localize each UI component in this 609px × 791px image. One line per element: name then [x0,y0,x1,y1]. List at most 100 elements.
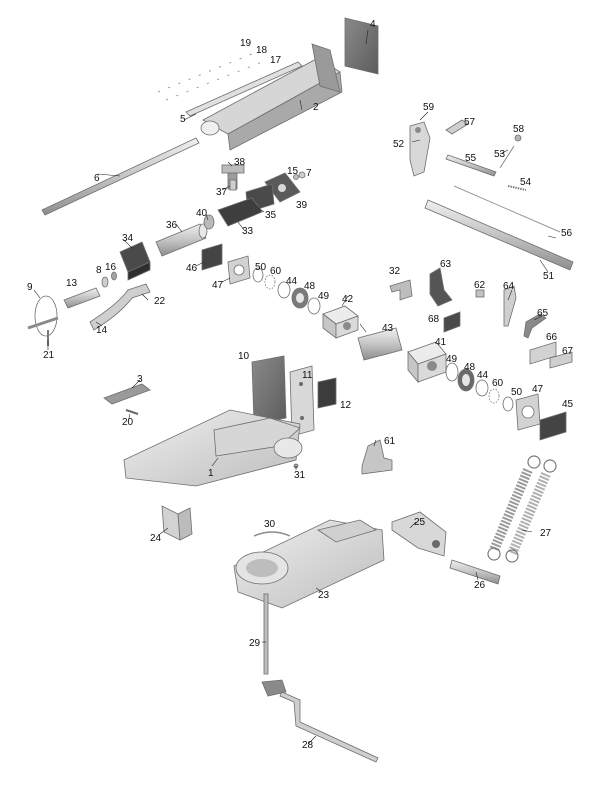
label-part-33: 33 [242,226,254,237]
label-part-18: 18 [256,45,268,56]
part-rod-56 [453,185,561,233]
part-shaft-26 [449,559,501,585]
label-part-17: 17 [270,55,282,66]
label-part-58: 58 [513,124,525,135]
part-plate-67 [549,351,573,369]
label-part-9: 9 [27,282,33,293]
label-part-20: 20 [122,417,134,428]
part-lever-28 [261,679,379,763]
part-rail-2 [200,43,343,151]
label-part-16: 16 [105,262,117,273]
label-part-6: 6 [94,173,100,184]
part-block-41 [407,341,447,384]
label-part-59: 59 [423,102,435,113]
part-number-labels: 1 2 3 4 5 6 7 8 9 10 11 12 13 14 15 16 1… [27,19,574,751]
part-bracket-61 [361,439,393,475]
part-pin-20 [125,409,139,415]
part-spring-54 [507,185,527,191]
label-part-53: 53 [494,149,506,160]
part-ring-50 [252,267,264,283]
part-shaft-51 [424,199,574,271]
label-part-25: 25 [414,517,426,528]
part-block-12 [317,377,337,409]
part-axle-43 [357,327,403,361]
label-part-24: 24 [150,533,162,544]
label-part-50: 50 [255,262,267,273]
part-nut-7 [298,171,306,179]
part-pin-53 [499,145,515,169]
part-lever-22 [89,283,151,331]
label-part-27: 27 [540,528,552,539]
label-part-7: 7 [306,168,312,179]
part-base-1 [123,409,303,487]
label-part-63: 63 [440,259,452,270]
part-table-23 [233,519,385,609]
label-part-31: 31 [294,470,306,481]
label-part-10: 10 [238,351,250,362]
label-part-38: 38 [234,157,246,168]
label-part-43: 43 [382,323,394,334]
label-part-8: 8 [96,265,102,276]
label-part-30: 30 [264,519,276,530]
part-ring-40 [203,214,215,230]
label-part-65: 65 [537,308,549,319]
label-part-48: 48 [304,281,316,292]
part-ring-60 [264,274,276,290]
label-part-42: 42 [342,294,354,305]
label-part-23: 23 [318,590,330,601]
label-part-32: 32 [389,266,401,277]
label-part-47: 47 [212,280,224,291]
part-pins-17-19 [157,53,263,101]
label-part-5: 5 [180,114,186,125]
part-rod-29 [263,593,269,675]
label-part-55: 55 [465,153,477,164]
label-part-2: 2 [313,102,319,113]
label-part-41: 41 [435,337,447,348]
part-sleeve-36 [155,223,208,257]
part-plate-68 [443,311,461,333]
label-part-15: 15 [287,166,299,177]
part-carriage-3 [103,383,151,405]
label-part-12: 12 [340,400,352,411]
label-part-57: 57 [464,117,476,128]
part-handle-64 [503,285,517,327]
part-bracket-63 [429,267,453,307]
part-springs-27 [487,455,557,563]
part-housing-34 [119,241,151,281]
label-part-68: 68 [428,314,440,325]
label-part-64: 64 [503,281,515,292]
label-part-47-right: 47 [532,384,544,395]
part-ring-44 [277,281,291,299]
label-part-22: 22 [154,296,166,307]
part-number-labels-repeat: 49 48 44 60 50 47 [446,354,544,398]
label-part-44-right: 44 [477,370,489,381]
part-shaft-6 [41,137,200,216]
part-pin-58 [514,134,522,142]
leader-lines [33,29,557,745]
part-bolt-62 [475,289,485,298]
label-part-13: 13 [66,278,78,289]
part-bearing-48b [457,368,475,392]
part-ring-60b [488,388,500,404]
label-part-49: 49 [318,291,330,302]
part-flange-47b [515,393,541,431]
part-base-33 [217,197,263,227]
part-flange-47 [227,255,251,285]
part-ring-49 [307,297,321,315]
part-ring-44b [475,379,489,397]
part-washer-8 [101,276,109,288]
label-part-46: 46 [186,263,198,274]
label-part-4: 4 [370,19,376,30]
label-part-1: 1 [208,468,214,479]
label-part-66: 66 [546,332,558,343]
part-ring-49b [445,362,459,382]
label-part-67: 67 [562,346,574,357]
part-ring-50b [502,396,514,412]
part-plate-39 [264,172,301,203]
part-plate-4 [344,17,379,75]
label-part-34: 34 [122,233,134,244]
part-bracket-25 [391,511,447,557]
part-plate-11 [289,365,315,437]
label-part-44: 44 [286,276,298,287]
part-bracket-32 [389,279,413,301]
